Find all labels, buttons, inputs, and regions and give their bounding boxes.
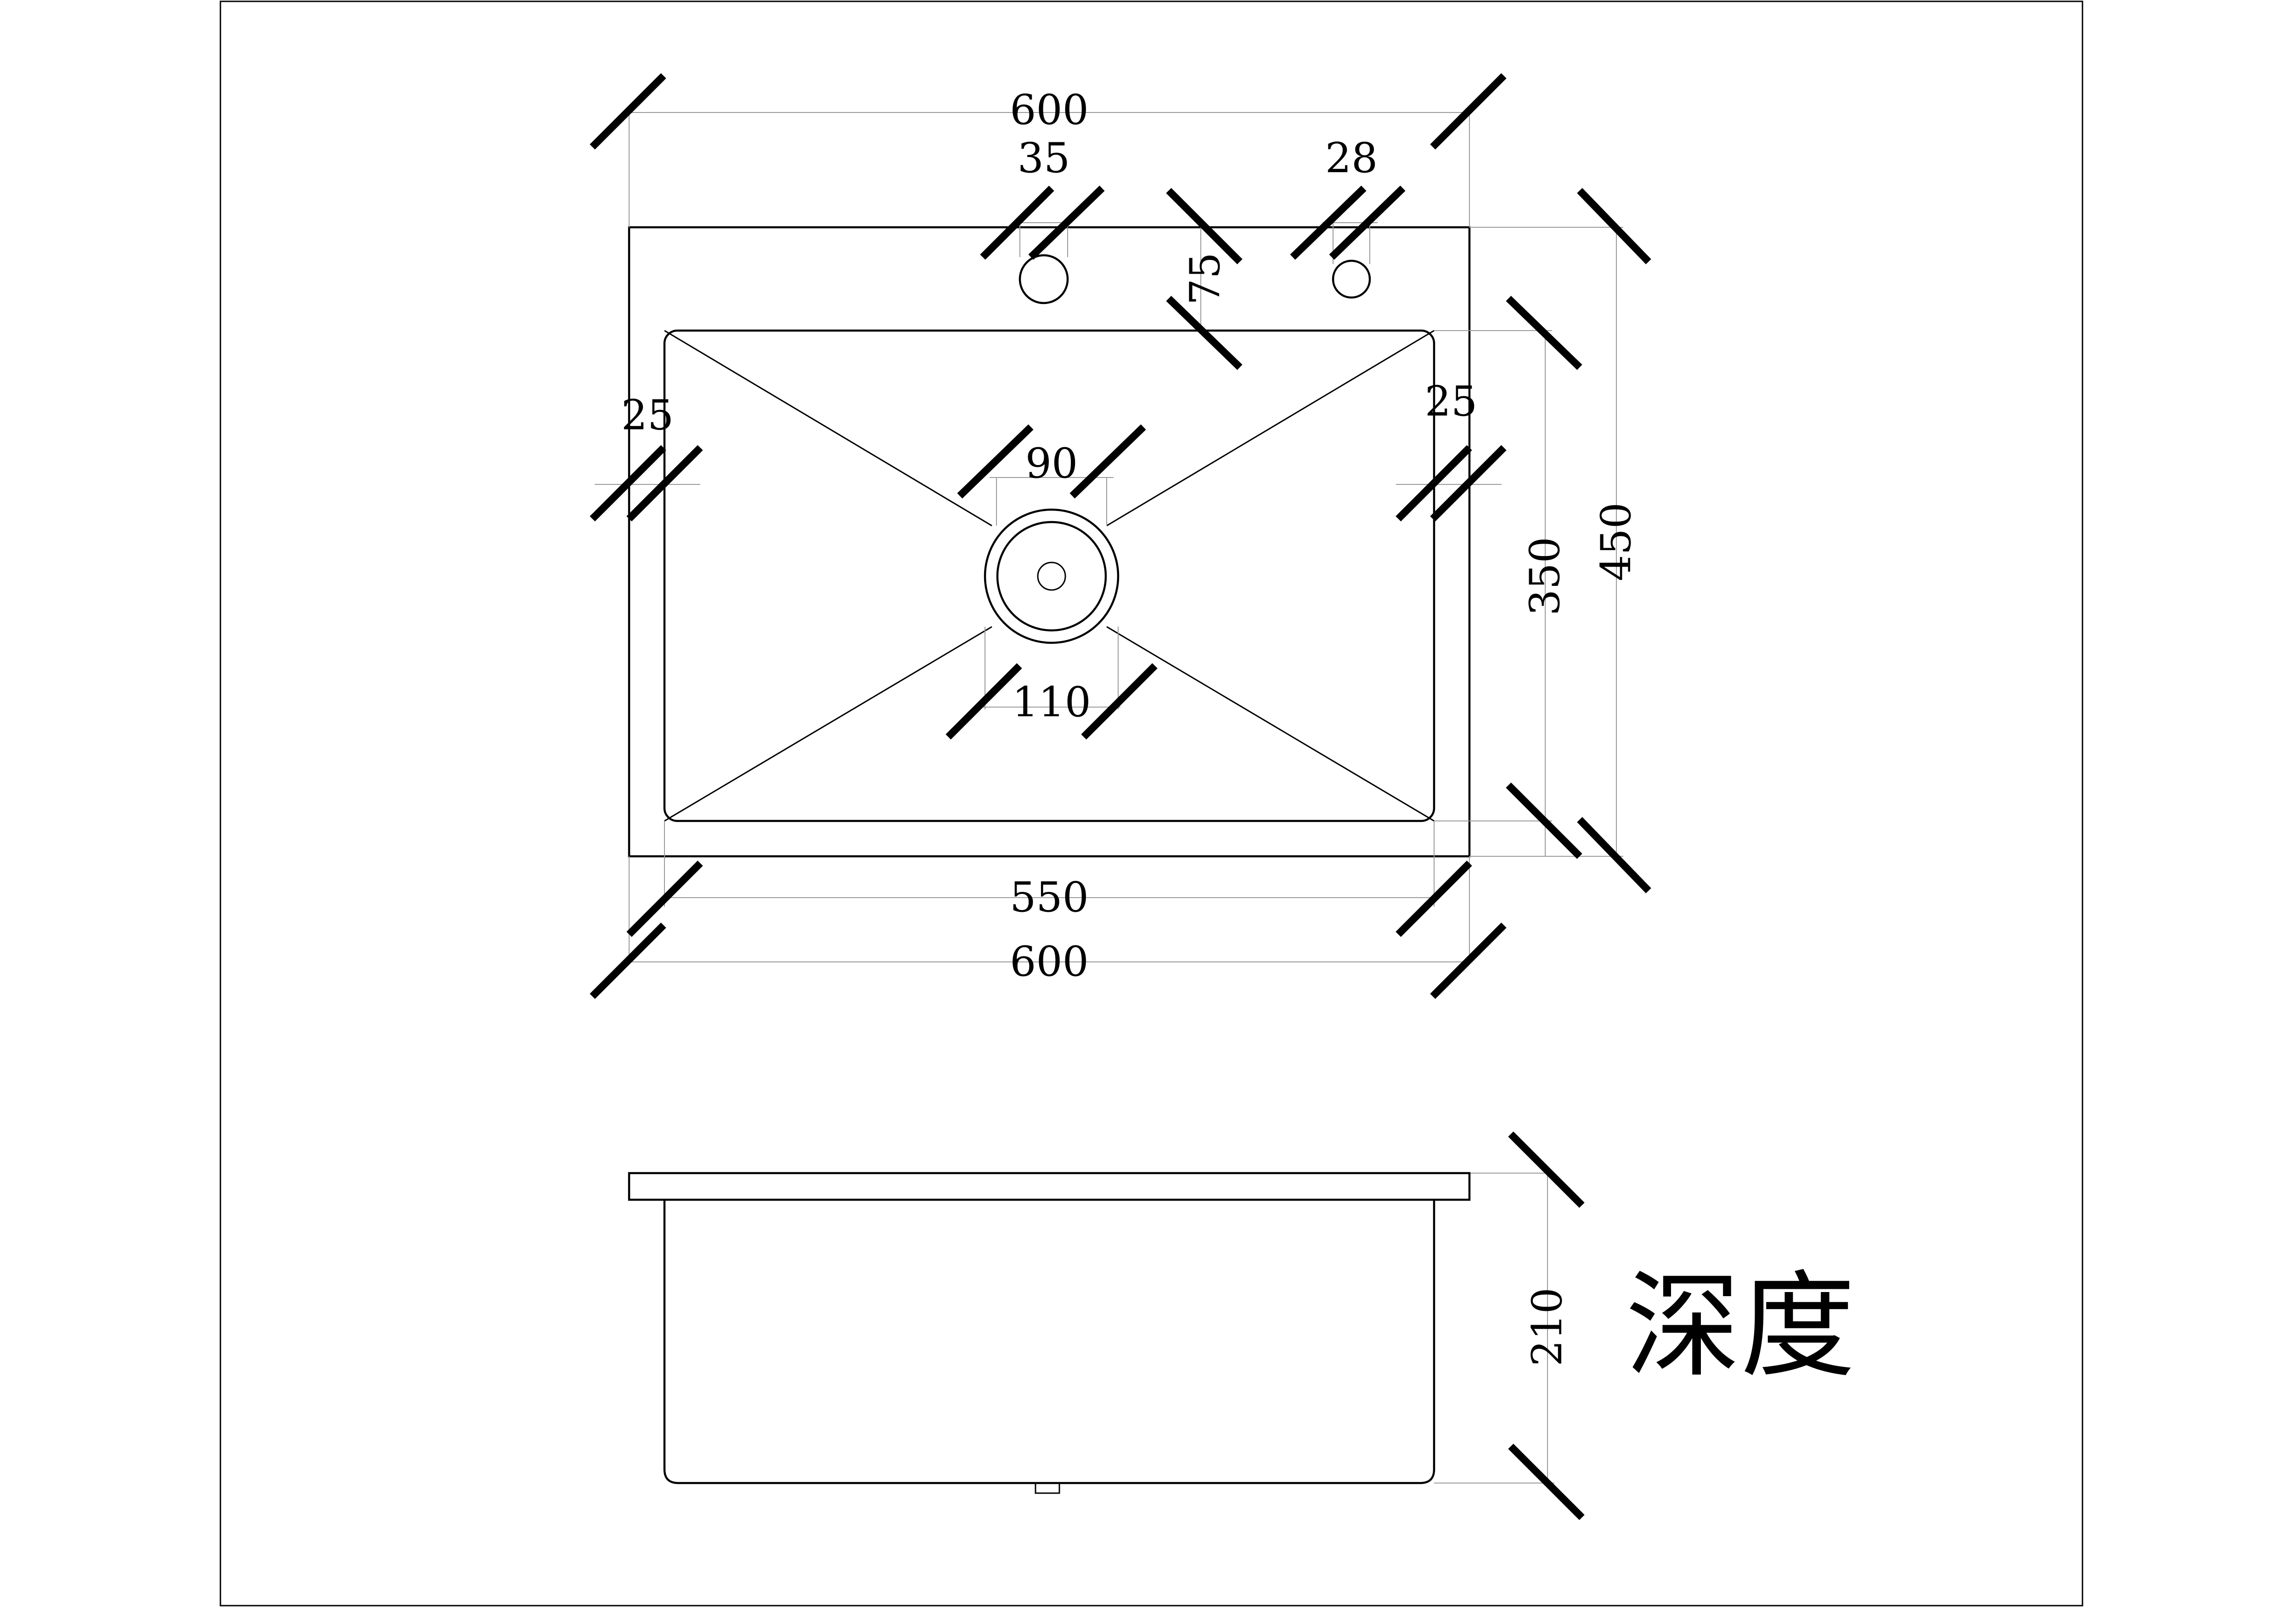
drawing-frame [219,0,2083,1607]
sink-outer-rim [628,226,1471,858]
dimension-tick [1081,663,1158,740]
dim-drain-outer: 110 [1012,678,1091,726]
dim-hole-offset: 75 [1181,253,1229,305]
dim-left-rim: 25 [621,391,674,439]
slope-line [664,626,992,822]
dimension-tick [1290,185,1367,260]
side-bowl [663,1200,1435,1484]
dim-drain-inner: 90 [1025,439,1078,488]
dim-depth: 210 [1523,1287,1571,1366]
dimension-tick [1508,1131,1585,1208]
dim-inner-width: 350 [1521,537,1569,616]
drain-outer [984,508,1120,644]
dimension-tick [1396,445,1472,522]
drain-inner [996,521,1107,632]
dimension-tick [590,73,666,150]
dimension-tick [626,860,703,937]
dim-bottom-width: 600 [1010,938,1089,986]
dim-faucet-hole-right: 28 [1325,134,1378,182]
sink-bowl [663,329,1435,822]
dimension-tick [1430,73,1507,150]
slope-line [664,330,992,527]
dimension-tick [1166,188,1243,264]
dim-faucet-hole-left: 35 [1018,134,1070,182]
drain-center [1037,562,1066,591]
dimension-tick [1166,296,1243,370]
dimension-tick [1069,424,1146,499]
side-view [628,1172,1471,1494]
faucet-hole-left [1019,254,1069,304]
dimension-tick [1508,1444,1585,1520]
dimension-tick [1329,185,1406,260]
plan-view [628,226,1471,858]
dimension-tick [1577,188,1651,264]
slope-line [1106,330,1435,527]
slope-line [1106,626,1435,822]
dimension-tick [590,922,666,999]
dimension-tick [1506,782,1582,859]
dimension-tick [980,185,1054,260]
dimension-tick [1577,817,1651,893]
dimension-tick [1430,445,1507,522]
dimension-tick [1028,185,1105,260]
side-drain-stub [1035,1482,1060,1494]
dim-overall-width: 450 [1592,502,1640,581]
dimension-tick [1396,860,1472,937]
dimension-tick [1430,922,1507,999]
dimension-tick [957,424,1034,499]
side-rim [628,1172,1471,1201]
dim-top-width: 600 [1010,86,1089,134]
dimension-tick [945,663,1022,740]
depth-title: 深度 [1626,1259,1855,1393]
dimension-ticks [590,73,1651,1520]
dimension-tick [1506,296,1582,370]
dim-inner-length: 550 [1010,873,1089,921]
dimension-tick [590,445,666,522]
dimension-labels: 600 35 28 75 25 25 90 110 550 600 350 45… [621,86,1855,1393]
dimension-tick [626,445,703,522]
faucet-hole-right [1332,259,1371,299]
extension-lines [595,112,1623,1483]
dim-right-rim: 25 [1425,377,1478,426]
